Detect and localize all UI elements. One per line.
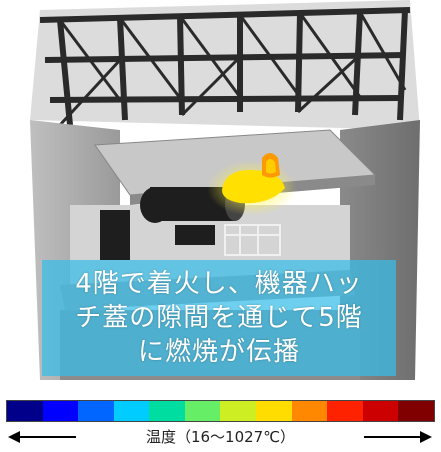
railing <box>224 224 281 256</box>
color-segment <box>398 401 434 421</box>
fire-hotspot <box>207 153 297 216</box>
color-segment <box>184 401 221 421</box>
caption-line-1: 4階で着火し、機器ハッ <box>75 269 363 299</box>
color-segment <box>362 401 399 421</box>
arrow-right-icon <box>364 431 432 443</box>
legend-row: 温度（16〜1027℃） <box>0 426 441 448</box>
caption-line-3: に燃焼が伝播 <box>137 337 300 367</box>
temperature-color-bar <box>6 400 435 422</box>
caption-line-2: チ蓋の隙間を通じて5階 <box>75 303 363 333</box>
roof-truss <box>30 0 420 130</box>
color-segment <box>113 401 150 421</box>
color-segment <box>7 401 43 421</box>
color-segment <box>256 401 292 421</box>
color-segment <box>42 401 79 421</box>
color-segment <box>291 401 328 421</box>
building-fire-render <box>30 0 420 380</box>
color-segment <box>327 401 363 421</box>
color-segment <box>149 401 185 421</box>
caption-box: 4階で着火し、機器ハッ チ蓋の隙間を通じて5階 に燃焼が伝播 <box>42 260 396 376</box>
arrow-left-icon <box>8 431 76 443</box>
color-segment <box>78 401 114 421</box>
color-segment <box>220 401 257 421</box>
temperature-label: 温度（16〜1027℃） <box>145 428 296 446</box>
